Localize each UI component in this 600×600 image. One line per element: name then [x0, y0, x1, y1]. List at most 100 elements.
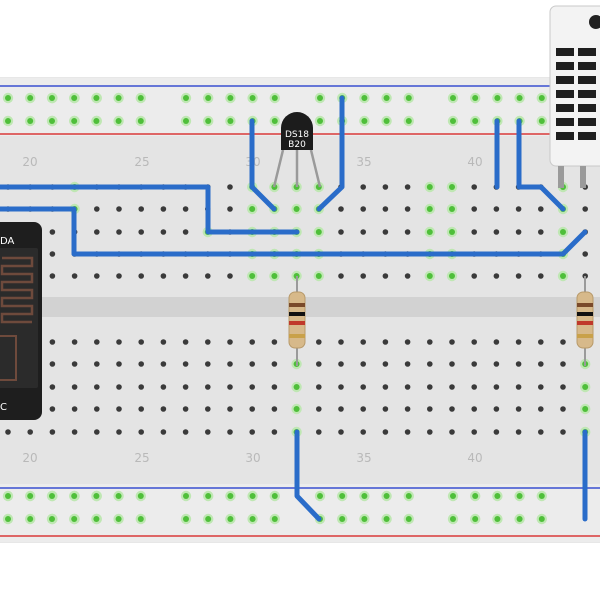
hole: [471, 184, 478, 190]
hole: [94, 339, 100, 345]
grille-slot: [578, 76, 596, 84]
chip-label: DS18: [285, 130, 309, 140]
connected-hole: [249, 273, 256, 279]
hole: [515, 273, 522, 279]
connected-hole: [450, 493, 456, 499]
hole: [515, 361, 522, 367]
connected-hole: [137, 118, 144, 124]
grille-slot: [556, 76, 574, 84]
connected-hole: [361, 118, 368, 124]
connected-hole: [450, 118, 456, 124]
hole: [560, 429, 566, 435]
connected-hole: [449, 229, 455, 235]
connected-hole: [227, 516, 234, 522]
resistor-body: [288, 291, 306, 349]
hole: [71, 273, 78, 279]
connected-hole: [339, 493, 346, 499]
hole: [360, 406, 367, 412]
hole: [94, 206, 100, 212]
hole: [515, 339, 522, 345]
connected-hole: [383, 95, 390, 101]
hole: [182, 361, 189, 367]
connected-hole: [426, 229, 433, 235]
hole: [205, 384, 211, 390]
hole: [493, 229, 500, 235]
hole: [449, 361, 455, 367]
connected-hole: [339, 516, 346, 522]
humidity-sensor-module: [549, 5, 600, 188]
hole: [338, 361, 344, 367]
connected-hole: [317, 118, 323, 124]
hole: [160, 206, 167, 212]
hole: [360, 184, 367, 190]
hole: [338, 229, 344, 235]
hole: [471, 361, 478, 367]
connected-hole: [383, 118, 390, 124]
connected-hole: [5, 516, 11, 522]
chip-label: B20: [288, 140, 306, 150]
connected-hole: [249, 516, 256, 522]
connected-hole: [93, 516, 100, 522]
connected-hole: [449, 206, 455, 212]
wire: [0, 206, 588, 257]
hole: [160, 429, 167, 435]
connected-hole: [516, 95, 523, 101]
hole: [338, 206, 344, 212]
connected-hole: [137, 493, 144, 499]
hole: [49, 273, 56, 279]
connected-hole: [494, 95, 501, 101]
connected-hole: [27, 516, 34, 522]
hole: [493, 384, 500, 390]
connected-hole: [516, 493, 523, 499]
hole: [382, 384, 389, 390]
hole: [116, 273, 122, 279]
hole: [138, 429, 144, 435]
hole: [538, 273, 544, 279]
resistor-1: [288, 276, 306, 366]
connected-hole: [183, 516, 189, 522]
hole: [227, 384, 233, 390]
module-pin-label: C: [0, 402, 7, 413]
hole: [27, 429, 33, 435]
hole: [205, 429, 211, 435]
wire: [0, 184, 300, 235]
sensor-module-body: [549, 5, 600, 167]
hole: [49, 339, 56, 345]
resistor-band: [577, 321, 593, 325]
hole: [227, 273, 233, 279]
resistor-band: [289, 312, 305, 316]
hole: [360, 273, 367, 279]
hole: [227, 406, 233, 412]
connected-hole: [27, 493, 34, 499]
hole: [160, 384, 167, 390]
hole: [382, 273, 389, 279]
column-label: 20: [22, 451, 37, 465]
connected-hole: [71, 493, 78, 499]
hole: [160, 361, 167, 367]
connected-hole: [249, 206, 256, 212]
hole: [271, 406, 278, 412]
connected-hole: [383, 516, 390, 522]
hole: [138, 206, 144, 212]
resistor-band: [577, 303, 593, 307]
hole: [382, 206, 389, 212]
connected-hole: [560, 229, 566, 235]
connected-hole: [317, 95, 323, 101]
hole: [404, 406, 411, 412]
connected-hole: [582, 406, 589, 412]
connected-hole: [450, 516, 456, 522]
hole: [471, 229, 478, 235]
hole: [404, 429, 411, 435]
hole: [471, 406, 478, 412]
chip-lead: [272, 149, 285, 188]
hole: [515, 429, 522, 435]
hole: [560, 339, 566, 345]
connected-hole: [115, 516, 122, 522]
connected-hole: [361, 95, 368, 101]
resistor-band: [289, 303, 305, 307]
column-label: 30: [245, 451, 260, 465]
sensor-mount-hole: [589, 15, 600, 29]
hole: [227, 429, 233, 435]
hole: [138, 273, 144, 279]
hole: [360, 384, 367, 390]
